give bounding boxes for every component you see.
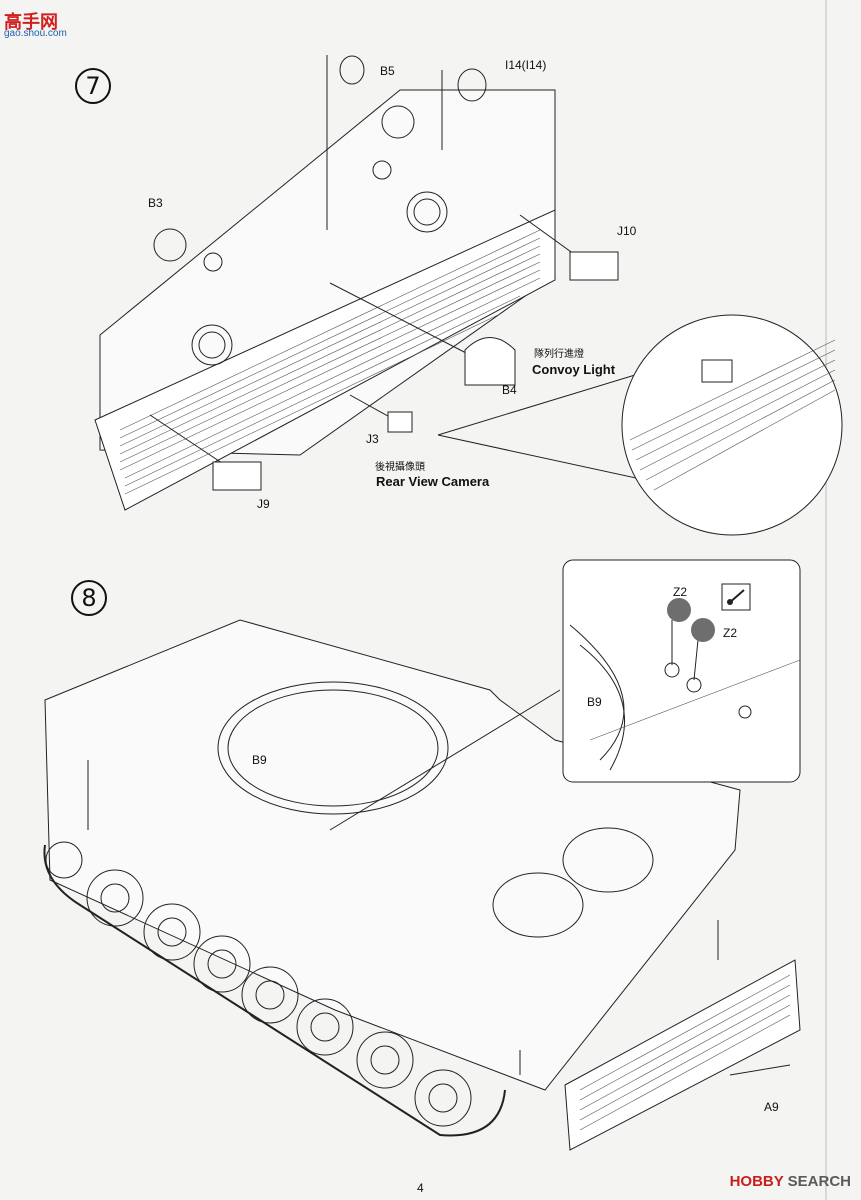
rear-view-camera-label: Rear View Camera — [376, 474, 490, 489]
part-label-a9: A9 — [764, 1100, 779, 1114]
brand-hobby: HOBBY — [729, 1173, 784, 1190]
part-label-j10: J10 — [617, 224, 637, 238]
part-label-z2-top: Z2 — [673, 585, 688, 599]
convoy-light-label: Convoy Light — [532, 362, 616, 377]
part-label-j9: J9 — [257, 497, 270, 511]
step-8-number: 8 — [71, 580, 107, 616]
page-number: 4 — [417, 1181, 424, 1195]
part-label-j3: J3 — [366, 432, 379, 446]
convoy-light-label-cjk: 隊列行進燈 — [534, 349, 584, 360]
part-label-b5: B5 — [380, 64, 395, 78]
watermark-logo: 高手网 — [4, 12, 58, 32]
part-label-i14: I14(I14) — [505, 58, 547, 72]
rear-view-camera-label-cjk: 後視攝像頭 — [375, 462, 425, 473]
part-label-z2-side: Z2 — [723, 626, 738, 640]
part-label-b4: B4 — [502, 383, 517, 397]
watermark-site: gao.shou.com — [4, 28, 67, 39]
rear-hull-plate-drawing — [94, 55, 619, 511]
step-7-number: 7 — [75, 68, 111, 104]
part-label-b3: B3 — [148, 196, 163, 210]
brand-search: SEARCH — [783, 1173, 851, 1190]
hobby-search-logo-icon: HOBBY SEARCH — [730, 1173, 851, 1190]
part-label-b9-inset: B9 — [587, 695, 602, 709]
tank-hull-drawing — [43, 619, 801, 1151]
paint-brush-icon — [721, 583, 751, 611]
part-label-b9-main: B9 — [252, 753, 267, 767]
